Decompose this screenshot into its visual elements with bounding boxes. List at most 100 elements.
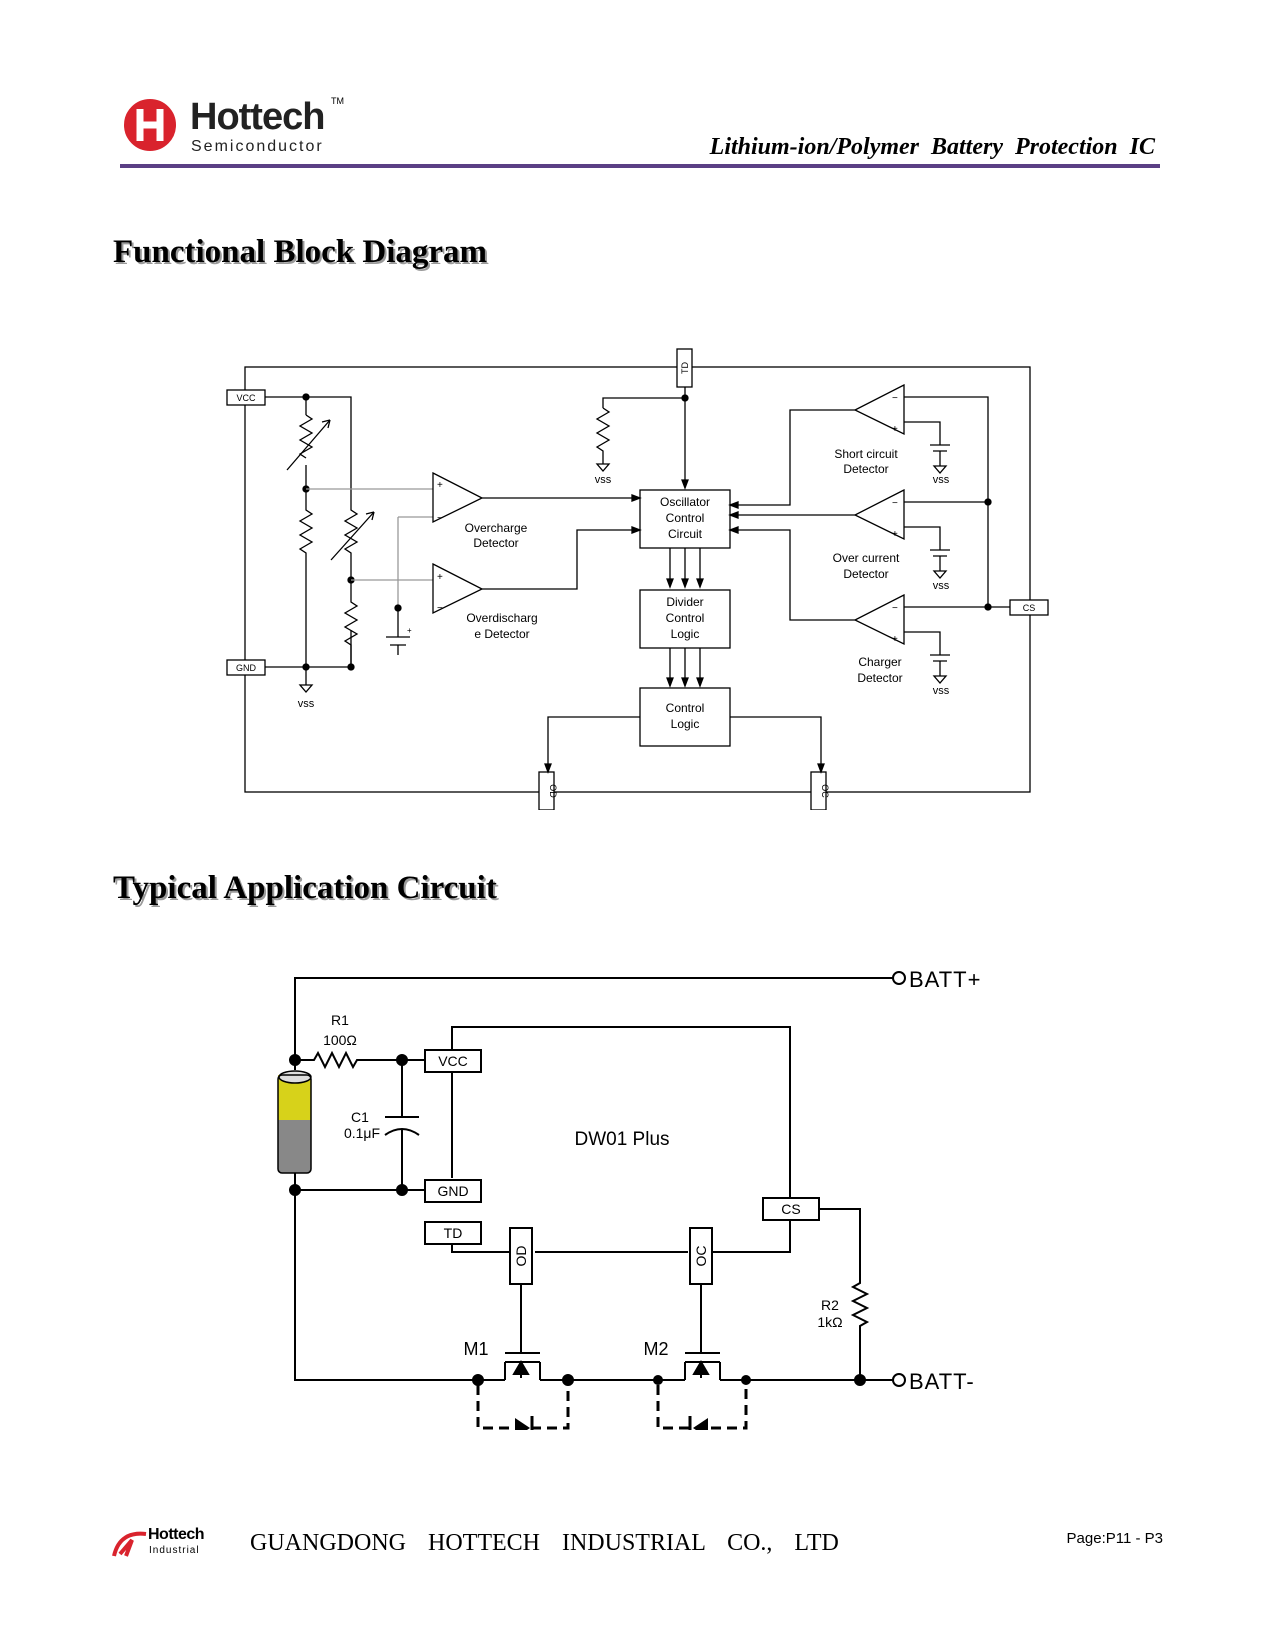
resistor-icon — [298, 489, 314, 667]
batt-minus-label: BATT- — [909, 1369, 975, 1394]
variable-resistor-icon — [343, 490, 359, 580]
app-pin-cs: CS — [762, 1197, 820, 1221]
comparator-icon — [853, 593, 905, 646]
osc-label-3: Circuit — [668, 527, 703, 541]
pin-oc: OC — [810, 771, 830, 810]
pin-cs: CS — [1009, 599, 1049, 616]
resistor-r1-icon — [295, 1050, 402, 1070]
pin-vcc-label: VCC — [236, 393, 256, 403]
mosfet-m2 — [684, 1284, 721, 1380]
body-diode-m2 — [656, 1385, 748, 1430]
svg-text:−: − — [437, 603, 443, 614]
app-pin-td: TD — [424, 1221, 482, 1245]
over-current-comparator: − + — [853, 488, 905, 541]
app-pin-od-label: OD — [513, 1246, 529, 1267]
charger-label-1: Charger — [858, 655, 901, 669]
m1-label: M1 — [463, 1339, 488, 1359]
svg-text:−: − — [892, 498, 898, 509]
app-pin-vcc-label: VCC — [438, 1053, 468, 1069]
short-circuit-comparator: − + — [853, 383, 905, 436]
svg-text:−: − — [892, 393, 898, 404]
document-title: Lithium-ion/Polymer Battery Protection I… — [709, 134, 1155, 160]
osc-label-2: Control — [666, 511, 705, 525]
pin-gnd-label: GND — [236, 663, 257, 673]
overcharge-label-1: Overcharge — [465, 521, 528, 535]
variable-resistor-icon — [298, 414, 314, 459]
reference-voltage-icon — [386, 636, 410, 655]
trademark: TM — [331, 96, 344, 106]
diode-icon — [515, 1418, 530, 1430]
mosfet-m1 — [504, 1284, 541, 1380]
resistor-r2-icon — [819, 1208, 870, 1380]
vss-label: vss — [298, 698, 315, 710]
divider-label-3: Logic — [671, 627, 700, 641]
vss-label: vss — [933, 580, 950, 592]
app-pin-gnd: GND — [424, 1179, 482, 1203]
comparator-icon — [432, 562, 484, 615]
footer-brand-sub: Industrial — [149, 1545, 200, 1556]
resistor-icon — [595, 407, 611, 464]
footer-brand: Hottech — [148, 1526, 205, 1543]
svg-text:+: + — [437, 572, 443, 583]
chip-body — [451, 1026, 791, 1198]
app-pin-od: OD — [509, 1227, 533, 1285]
battery-icon — [277, 1070, 312, 1174]
overcurrent-label-2: Detector — [843, 567, 888, 581]
svg-text:+: + — [892, 634, 898, 645]
brand-name: Hottech — [190, 96, 325, 138]
functional-block-diagram: VCC GND TD CS OD OC + vss — [226, 348, 1049, 810]
pin-cs-label: CS — [1023, 603, 1036, 613]
pin-td: TD — [676, 348, 693, 388]
app-pin-td-label: TD — [444, 1225, 463, 1241]
short-label-2: Detector — [843, 462, 888, 476]
overcurrent-label-1: Over current — [833, 551, 900, 565]
header-divider — [120, 164, 1160, 168]
comparator-icon — [432, 471, 484, 524]
app-pin-oc: OC — [689, 1227, 713, 1285]
pin-vcc: VCC — [226, 389, 266, 406]
r2-value: 1kΩ — [817, 1314, 842, 1330]
body-diode-m1 — [476, 1385, 570, 1430]
overdischarge-label-2: e Detector — [474, 627, 529, 641]
ground-icon — [298, 667, 314, 693]
app-pin-cs-label: CS — [781, 1201, 800, 1217]
svg-text:+: + — [437, 480, 443, 491]
chip-outline — [244, 366, 1031, 793]
overcharge-label-2: Detector — [473, 536, 518, 550]
svg-text:+: + — [892, 529, 898, 540]
overdischarge-label-1: Overdischarg — [466, 611, 537, 625]
divider-label-2: Control — [666, 611, 705, 625]
section-title-block-diagram: Functional Block Diagram — [113, 234, 488, 270]
batt-minus-terminal — [892, 1373, 906, 1387]
vss-label: vss — [933, 685, 950, 697]
svg-text:+: + — [892, 424, 898, 435]
comparator-icon — [853, 383, 905, 436]
ground-icon — [595, 463, 611, 472]
diode-icon — [693, 1418, 708, 1430]
pin-oc-label: OC — [820, 784, 830, 798]
m2-label: M2 — [643, 1339, 668, 1359]
charger-label-2: Detector — [857, 671, 902, 685]
comparator-icon — [853, 488, 905, 541]
divider-label-1: Divider — [666, 595, 703, 609]
app-pin-vcc: VCC — [424, 1049, 482, 1073]
charger-comparator: − + — [853, 593, 905, 646]
r1-value: 100Ω — [323, 1032, 357, 1048]
batt-plus-label: BATT+ — [909, 967, 981, 992]
pin-od: OD — [538, 771, 558, 810]
capacitor-c1-icon — [385, 1060, 419, 1118]
company-name: GUANGDONG HOTTECH INDUSTRIAL CO., LTD — [250, 1530, 839, 1556]
app-pin-oc-label: OC — [693, 1246, 709, 1267]
svg-text:−: − — [437, 513, 443, 524]
c1-name: C1 — [351, 1109, 369, 1125]
industrial-logo-icon — [112, 1531, 147, 1557]
control-label-2: Logic — [671, 717, 700, 731]
resistor-icon — [343, 580, 359, 667]
svg-text:−: − — [892, 603, 898, 614]
pin-td-label: TD — [680, 362, 690, 374]
hottech-logo-icon — [122, 97, 178, 153]
vss-label: vss — [595, 474, 612, 486]
app-pin-gnd-label: GND — [437, 1183, 468, 1199]
r2-name: R2 — [821, 1297, 839, 1313]
pin-gnd: GND — [226, 659, 266, 676]
